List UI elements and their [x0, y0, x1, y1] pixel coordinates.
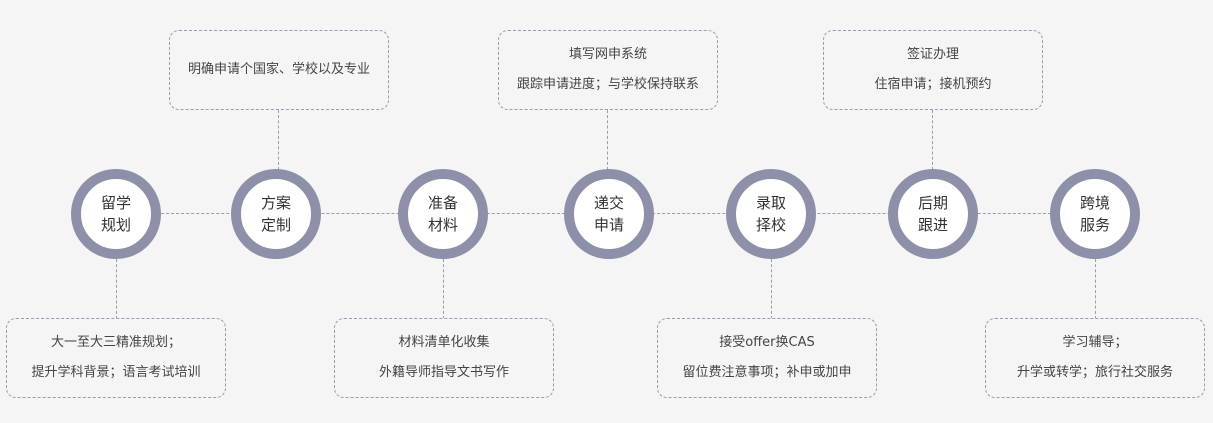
detail-text: 材料清单化收集 — [398, 335, 490, 350]
step-label: 跟进 — [917, 216, 948, 234]
connector-6 — [932, 110, 933, 170]
detail-text: 签证办理 — [906, 47, 959, 62]
detail-box-customization: 明确申请个国家、学校以及专业 — [169, 30, 389, 110]
step-circle-services: 跨境服务 — [1050, 169, 1140, 259]
detail-box-planning: 大一至大三精准规划； 提升学科背景；语言考试培训 — [6, 318, 226, 398]
step-label: 方案 — [260, 194, 291, 212]
connector-3 — [443, 259, 444, 319]
detail-box-services: 学习辅导； 升学或转学；旅行社交服务 — [985, 318, 1205, 398]
step-label: 服务 — [1079, 216, 1110, 234]
detail-text: 明确申请个国家、学校以及专业 — [187, 62, 370, 77]
step-label: 留学 — [100, 194, 131, 212]
detail-text: 留位费注意事项；补申或加申 — [682, 365, 852, 380]
detail-text: 升学或转学；旅行社交服务 — [1016, 365, 1173, 380]
detail-text: 提升学科背景；语言考试培训 — [31, 365, 201, 380]
step-label: 跨境 — [1079, 194, 1110, 212]
detail-text: 跟踪申请进度；与学校保持联系 — [516, 77, 699, 92]
step-label: 录取 — [755, 194, 786, 212]
detail-text: 大一至大三精准规划； — [50, 335, 181, 350]
detail-box-followup: 签证办理住宿申请；接机预约 — [823, 30, 1043, 110]
detail-text: 填写网申系统 — [568, 47, 647, 62]
detail-text: 住宿申请；接机预约 — [874, 77, 992, 92]
step-label: 定制 — [260, 216, 291, 234]
step-circle-customization: 方案定制 — [231, 169, 321, 259]
detail-text: 接受offer换CAS — [719, 335, 815, 350]
step-circle-followup: 后期跟进 — [888, 169, 978, 259]
detail-text: 外籍导师指导文书写作 — [378, 365, 509, 380]
step-label: 规划 — [100, 216, 131, 234]
step-label: 材料 — [427, 216, 458, 234]
step-label: 申请 — [593, 216, 624, 234]
connector-5 — [771, 259, 772, 319]
step-circle-materials: 准备材料 — [398, 169, 488, 259]
step-circle-planning: 留学规划 — [71, 169, 161, 259]
detail-text: 学习辅导； — [1062, 335, 1128, 350]
detail-box-submit: 填写网申系统跟踪申请进度；与学校保持联系 — [498, 30, 718, 110]
step-label: 择校 — [755, 216, 786, 234]
detail-box-admission: 接受offer换CAS 留位费注意事项；补申或加申 — [657, 318, 877, 398]
detail-box-materials: 材料清单化收集外籍导师指导文书写作 — [334, 318, 554, 398]
step-label: 后期 — [917, 194, 948, 212]
connector-4 — [607, 110, 608, 170]
connector-2 — [278, 110, 279, 170]
connector-1 — [116, 259, 117, 319]
connector-7 — [1095, 259, 1096, 319]
step-label: 准备 — [427, 194, 458, 212]
step-circle-submit: 递交申请 — [564, 169, 654, 259]
step-label: 递交 — [593, 194, 624, 212]
step-circle-admission: 录取择校 — [726, 169, 816, 259]
